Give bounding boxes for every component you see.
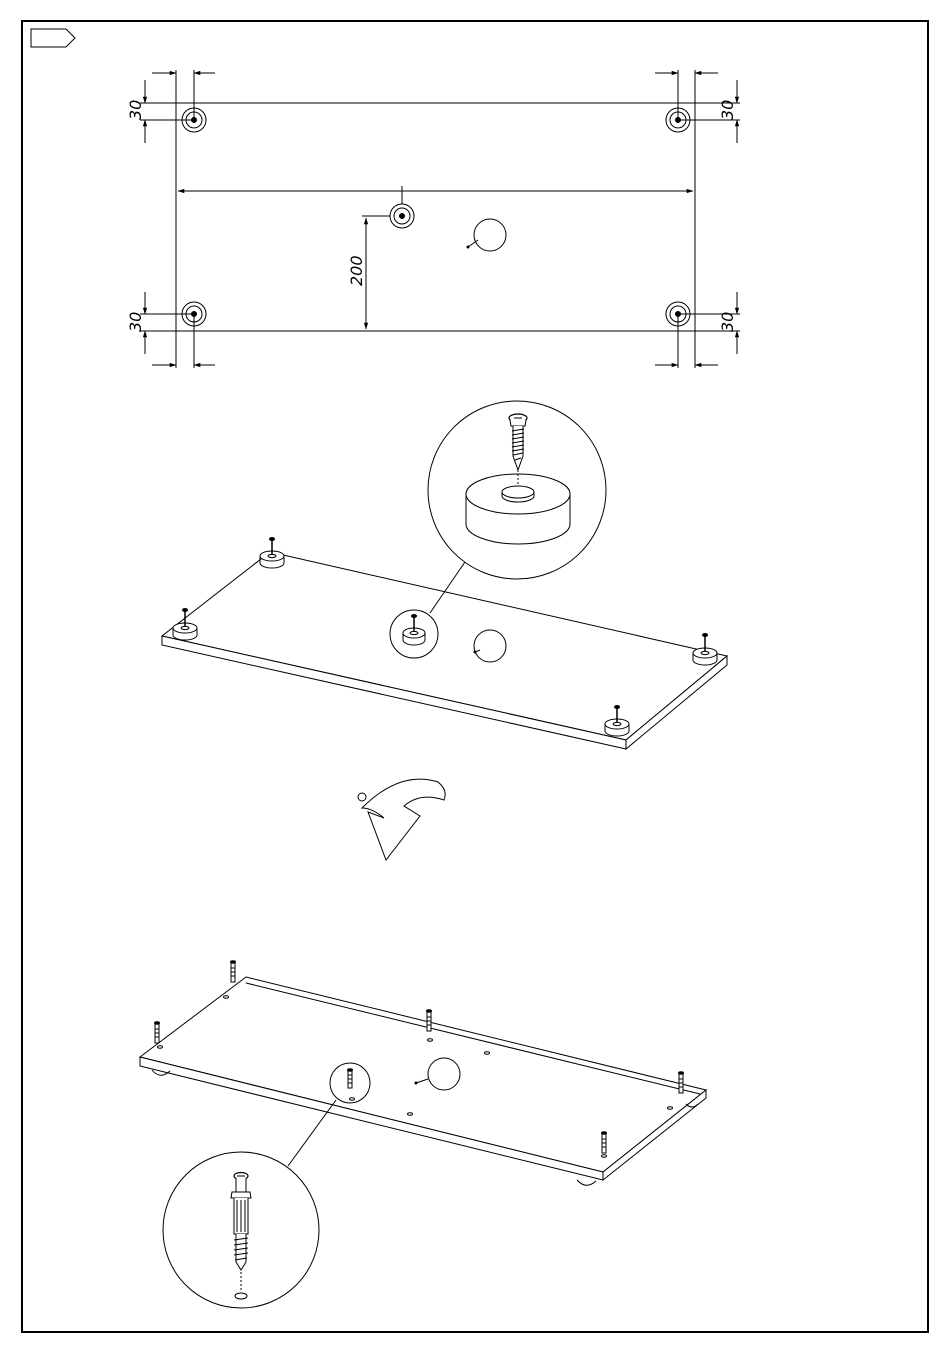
plan-view-drawing <box>140 70 740 368</box>
foot-under-right <box>577 1180 596 1185</box>
dowel-install-view <box>140 961 706 1308</box>
cam-dowel-front-right <box>602 1132 607 1153</box>
zoom-foot-pad <box>466 474 570 544</box>
cable-hole-plan <box>474 219 506 251</box>
cam-dowel-back-left <box>231 961 236 982</box>
dim-label-top-left: 30 <box>126 100 145 120</box>
dim-label-center-offset: 200 <box>347 255 366 286</box>
cam-dowel-center-back <box>427 1010 432 1031</box>
flip-over-arrow-icon <box>358 779 445 860</box>
cable-hole-flipped <box>428 1058 460 1090</box>
step-number-tag <box>31 29 75 47</box>
cam-dowel-back-right <box>679 1072 684 1093</box>
dim-label-top-right: 30 <box>718 100 737 120</box>
feet-install-view <box>162 401 727 749</box>
dim-label-bottom-right: 30 <box>718 312 737 332</box>
panel-outline-plan <box>176 103 695 331</box>
foot-center <box>390 204 414 228</box>
panel-top-face <box>162 552 727 740</box>
cam-dowel-front-left <box>155 1022 160 1043</box>
dim-label-bottom-left: 30 <box>126 312 145 332</box>
cable-hole-iso <box>474 630 506 662</box>
